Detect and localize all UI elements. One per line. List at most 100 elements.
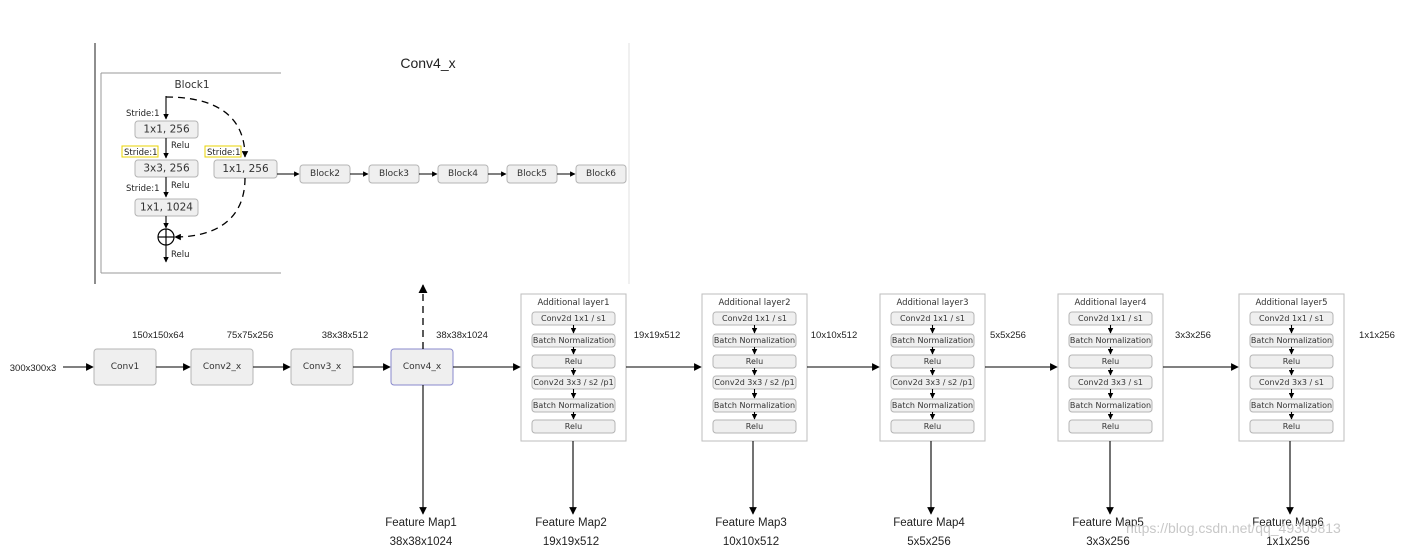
block-3: Block3 bbox=[368, 164, 420, 184]
additional-layer-title: Additional layer2 bbox=[718, 298, 790, 308]
svg-text:Batch Normalization: Batch Normalization bbox=[1070, 401, 1151, 410]
svg-text:Block2: Block2 bbox=[310, 169, 340, 179]
block1-conv-3x3-256: 3x3, 256 bbox=[134, 159, 199, 178]
block-6: Block6 bbox=[575, 164, 627, 184]
block1-conv-1x1-256: 1x1, 256 bbox=[134, 120, 199, 139]
svg-text:Block3: Block3 bbox=[379, 169, 409, 179]
svg-text:Conv2d 3x3 / s2 /p1: Conv2d 3x3 / s2 /p1 bbox=[892, 378, 972, 387]
conv4x-detail-panel: Conv4_x Block1 Stride:1 1x1, 256 Relu St… bbox=[94, 43, 630, 284]
feature-map-size: 19x19x512 bbox=[543, 536, 599, 548]
svg-text:Conv2d 1x1 / s1: Conv2d 1x1 / s1 bbox=[541, 314, 606, 323]
additional-layer-4-op-1: Conv2d 1x1 / s1 bbox=[1068, 311, 1153, 326]
svg-text:3x3, 256: 3x3, 256 bbox=[143, 163, 190, 175]
feature-map-size: 1x1x256 bbox=[1266, 536, 1309, 548]
block-4: Block4 bbox=[437, 164, 489, 184]
svg-text:Batch Normalization: Batch Normalization bbox=[1070, 336, 1151, 345]
additional-layer-2-op-5: Batch Normalization bbox=[712, 398, 797, 413]
svg-text:Block4: Block4 bbox=[448, 169, 478, 179]
additional-layer-5-op-6: Relu bbox=[1249, 419, 1334, 434]
svg-text:Conv2d 3x3 / s1: Conv2d 3x3 / s1 bbox=[1078, 378, 1143, 387]
svg-text:Relu: Relu bbox=[565, 422, 582, 431]
svg-text:Conv2d 3x3 / s2 /p1: Conv2d 3x3 / s2 /p1 bbox=[714, 378, 794, 387]
additional-layer-1-op-1: Conv2d 1x1 / s1 bbox=[531, 311, 616, 326]
additional-layer-1-op-6: Relu bbox=[531, 419, 616, 434]
svg-text:Relu: Relu bbox=[1283, 422, 1300, 431]
additional-layer-output-size-5: 1x1x256 bbox=[1359, 330, 1395, 341]
additional-layer-3-op-3: Relu bbox=[890, 354, 975, 369]
shortcut-conv-1x1-256: 1x1, 256 bbox=[213, 159, 278, 179]
shortcut-dashed-arrow-out bbox=[174, 177, 246, 241]
additional-layer-4-op-2: Batch Normalization bbox=[1068, 333, 1153, 348]
additional-layer-4-op-6: Relu bbox=[1068, 419, 1153, 434]
feature-map-name: Feature Map1 bbox=[385, 517, 457, 529]
shortcut-stride-highlight bbox=[204, 145, 242, 158]
additional-layer-title: Additional layer4 bbox=[1074, 298, 1146, 308]
additional-layer-1-op-5: Batch Normalization bbox=[531, 398, 616, 413]
feature-map-name: Feature Map6 bbox=[1252, 517, 1324, 529]
svg-text:Relu: Relu bbox=[1102, 422, 1119, 431]
additional-layer-1-op-4: Conv2d 3x3 / s2 /p1 bbox=[531, 375, 616, 390]
additional-layer-3-op-2: Batch Normalization bbox=[890, 333, 975, 348]
block1-add-node bbox=[157, 228, 175, 246]
feature-map-name: Feature Map3 bbox=[715, 517, 787, 529]
svg-text:Conv1: Conv1 bbox=[111, 362, 140, 372]
feature-map-name: Feature Map5 bbox=[1072, 517, 1144, 529]
additional-layer-output-size-4: 3x3x256 bbox=[1175, 330, 1211, 341]
feature-map-6: Feature Map6 1x1x256 bbox=[1252, 441, 1324, 548]
additional-layer-2-op-6: Relu bbox=[712, 419, 797, 434]
svg-text:1x1, 256: 1x1, 256 bbox=[222, 163, 269, 175]
svg-text:Batch Normalization: Batch Normalization bbox=[714, 336, 795, 345]
svg-text:1x1, 256: 1x1, 256 bbox=[143, 124, 190, 136]
feature-map-size: 10x10x512 bbox=[723, 536, 779, 548]
additional-layer-3-op-1: Conv2d 1x1 / s1 bbox=[890, 311, 975, 326]
svg-text:Block6: Block6 bbox=[586, 169, 616, 179]
additional-layer-output-size-2: 10x10x512 bbox=[811, 330, 857, 341]
stage-conv3-x: Conv3_x bbox=[290, 348, 354, 386]
svg-text:Relu: Relu bbox=[1283, 357, 1300, 366]
svg-text:Conv2d 1x1 / s1: Conv2d 1x1 / s1 bbox=[1259, 314, 1324, 323]
svg-text:Conv3_x: Conv3_x bbox=[303, 362, 342, 372]
additional-layer-5-op-3: Relu bbox=[1249, 354, 1334, 369]
feature-map-3: Feature Map3 10x10x512 bbox=[715, 441, 787, 548]
block1-conv-1x1-1024: 1x1, 1024 bbox=[134, 198, 199, 217]
additional-layer-4-op-5: Batch Normalization bbox=[1068, 398, 1153, 413]
stage-conv2-x: Conv2_x bbox=[190, 348, 254, 386]
stage-output-size-2: 75x75x256 bbox=[227, 330, 273, 341]
shortcut-stride: Stride:1 bbox=[207, 148, 240, 158]
svg-text:Batch Normalization: Batch Normalization bbox=[892, 401, 973, 410]
additional-layer-1-op-2: Batch Normalization bbox=[531, 333, 616, 348]
additional-layer-3-op-6: Relu bbox=[890, 419, 975, 434]
svg-text:Conv2d 1x1 / s1: Conv2d 1x1 / s1 bbox=[722, 314, 787, 323]
stage-output-size-1: 150x150x64 bbox=[132, 330, 184, 341]
additional-layer-5-op-5: Batch Normalization bbox=[1249, 398, 1334, 413]
svg-text:Relu: Relu bbox=[1102, 357, 1119, 366]
additional-layer-title: Additional layer1 bbox=[537, 298, 609, 308]
svg-text:Relu: Relu bbox=[924, 357, 941, 366]
svg-text:Batch Normalization: Batch Normalization bbox=[892, 336, 973, 345]
block1-stride2: Stride:1 bbox=[124, 148, 157, 158]
block1-relu1: Relu bbox=[171, 141, 190, 151]
svg-text:Conv2_x: Conv2_x bbox=[203, 362, 242, 372]
additional-layer-output-size-1: 19x19x512 bbox=[634, 330, 680, 341]
svg-text:Conv2d 3x3 / s1: Conv2d 3x3 / s1 bbox=[1259, 378, 1324, 387]
additional-layer-4-op-4: Conv2d 3x3 / s1 bbox=[1068, 375, 1153, 390]
svg-text:Conv4_x: Conv4_x bbox=[403, 362, 442, 372]
additional-layer-2-op-1: Conv2d 1x1 / s1 bbox=[712, 311, 797, 326]
svg-text:Batch Normalization: Batch Normalization bbox=[1251, 401, 1332, 410]
block1-stride1: Stride:1 bbox=[126, 109, 159, 119]
feature-map-name: Feature Map2 bbox=[535, 517, 607, 529]
block1-title: Block1 bbox=[174, 79, 209, 91]
block-2: Block2 bbox=[299, 164, 351, 184]
additional-layer-5-op-4: Conv2d 3x3 / s1 bbox=[1249, 375, 1334, 390]
additional-layer-3-op-5: Batch Normalization bbox=[890, 398, 975, 413]
stage-output-size-3: 38x38x512 bbox=[322, 330, 368, 341]
